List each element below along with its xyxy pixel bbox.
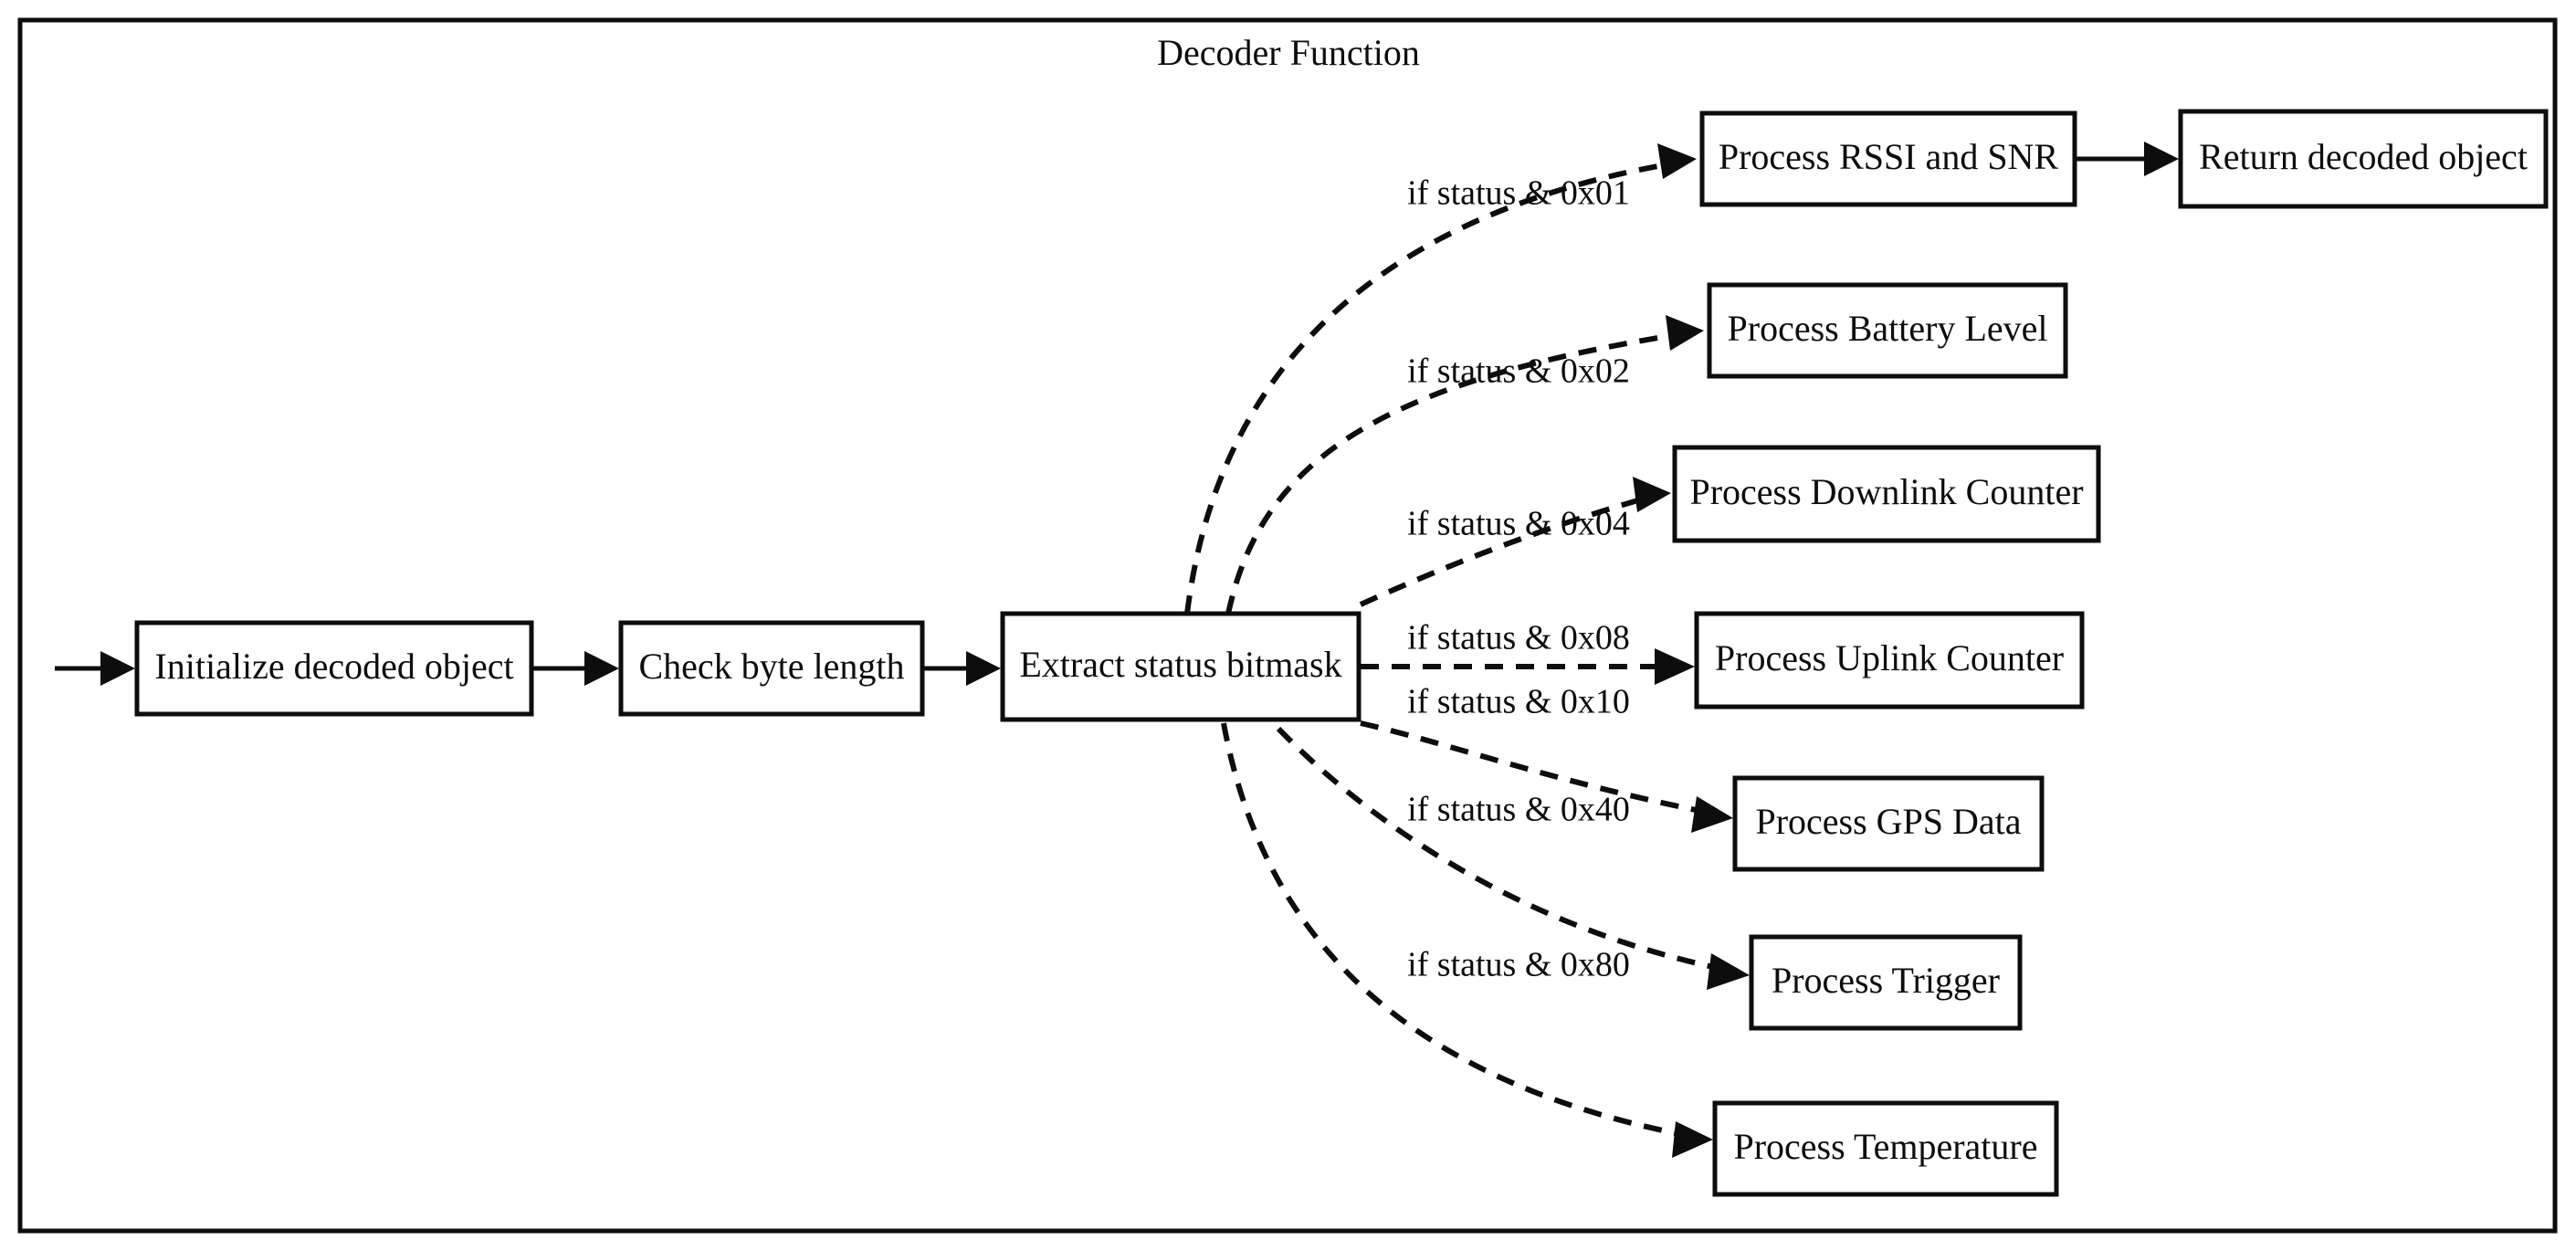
edge-check-to-extract	[922, 651, 1001, 686]
edge-0x08	[1361, 648, 1695, 685]
edge-0x01	[1184, 143, 1697, 615]
edge-label-0x10: if status & 0x10	[1407, 683, 1630, 721]
edge-0x04	[1359, 477, 1671, 607]
edge-0x10	[1360, 720, 1733, 833]
edge-entry-arrow	[55, 651, 135, 686]
edge-init-to-check	[531, 651, 619, 686]
node-check-byte-length[interactable]: Check byte length	[618, 620, 925, 717]
edge-label-0x04: if status & 0x04	[1407, 505, 1630, 543]
arrow-head-icon	[1691, 796, 1733, 833]
edge-label-0x02: if status & 0x02	[1407, 352, 1630, 391]
node-label: Process RSSI and SNR	[1719, 136, 2059, 177]
arrow-head-icon	[966, 651, 1001, 686]
arrow-head-icon	[584, 651, 619, 686]
edge-label-0x40: if status & 0x40	[1407, 791, 1630, 829]
arrow-head-icon	[1657, 143, 1697, 179]
node-return-decoded-object[interactable]: Return decoded object	[2178, 109, 2549, 209]
edge-0x40	[1276, 726, 1750, 990]
node-process-temperature[interactable]: Process Temperature	[1712, 1100, 2059, 1197]
diagram-frame	[17, 17, 2558, 1234]
node-process-downlink-counter[interactable]: Process Downlink Counter	[1672, 445, 2101, 543]
edge-label-0x08: if status & 0x08	[1407, 619, 1630, 657]
arrow-head-icon	[1666, 315, 1704, 351]
node-process-rssi-and-snr[interactable]: Process RSSI and SNR	[1699, 110, 2077, 207]
page-title: Decoder Function	[1157, 32, 1420, 73]
edge-0x80	[1221, 722, 1713, 1158]
node-label: Check byte length	[638, 646, 904, 687]
node-label: Extract status bitmask	[1019, 644, 1341, 685]
node-process-uplink-counter[interactable]: Process Uplink Counter	[1694, 611, 2085, 710]
node-label: Return decoded object	[2199, 136, 2528, 177]
node-process-gps-data[interactable]: Process GPS Data	[1732, 775, 2045, 872]
node-initialize-decoded-object[interactable]: Initialize decoded object	[134, 620, 534, 717]
node-label: Process Temperature	[1733, 1126, 2037, 1167]
arrow-head-icon	[100, 651, 135, 686]
node-process-battery-level[interactable]: Process Battery Level	[1707, 282, 2068, 379]
node-process-trigger[interactable]: Process Trigger	[1749, 934, 2023, 1031]
node-label: Process Trigger	[1772, 960, 2000, 1001]
node-label: Initialize decoded object	[154, 646, 513, 687]
node-label: Process Battery Level	[1728, 308, 2048, 349]
edge-label-0x01: if status & 0x01	[1407, 174, 1630, 213]
node-label: Process Uplink Counter	[1715, 637, 2064, 678]
edge-0x02	[1225, 315, 1704, 615]
node-extract-status-bitmask[interactable]: Extract status bitmask	[1000, 611, 1362, 722]
arrow-head-icon	[1655, 648, 1695, 685]
arrow-head-icon	[2144, 142, 2179, 176]
arrow-head-icon	[1707, 953, 1750, 990]
arrow-head-icon	[1633, 477, 1671, 512]
node-label: Process GPS Data	[1755, 801, 2021, 842]
edge-label-0x80: if status & 0x80	[1407, 946, 1630, 984]
arrow-head-icon	[1672, 1121, 1713, 1158]
node-label: Process Downlink Counter	[1689, 471, 2083, 512]
edge-rssi-to-return	[2075, 142, 2179, 176]
